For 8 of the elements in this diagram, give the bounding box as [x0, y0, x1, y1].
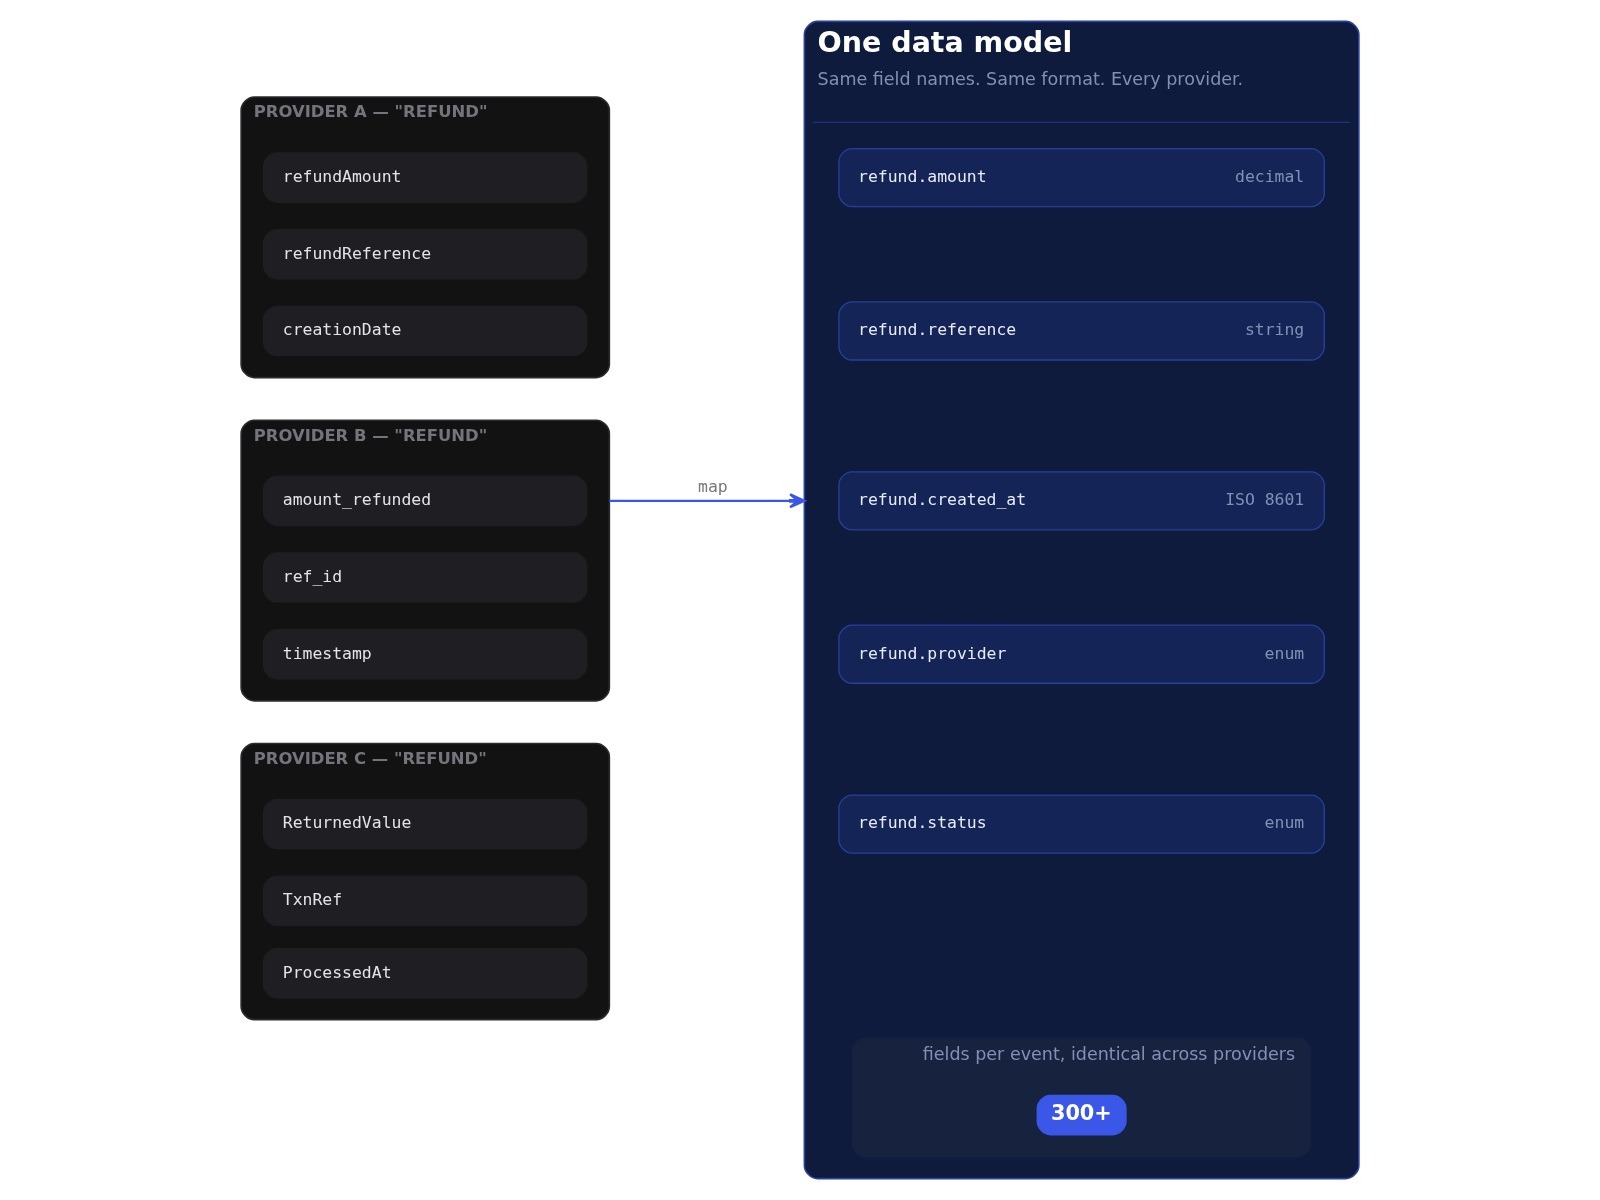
node-box: 300+	[1036, 1094, 1127, 1136]
node-box: refund.reference string	[838, 301, 1325, 361]
node-box: refund.created_at ISO 8601	[838, 471, 1325, 531]
node-box: refund.amount decimal	[838, 147, 1325, 208]
arrow	[609, 493, 806, 509]
node-box: refund.provider enum	[838, 624, 1325, 684]
edge-label: map	[698, 477, 728, 497]
node-box: refund.status enum	[838, 794, 1325, 854]
